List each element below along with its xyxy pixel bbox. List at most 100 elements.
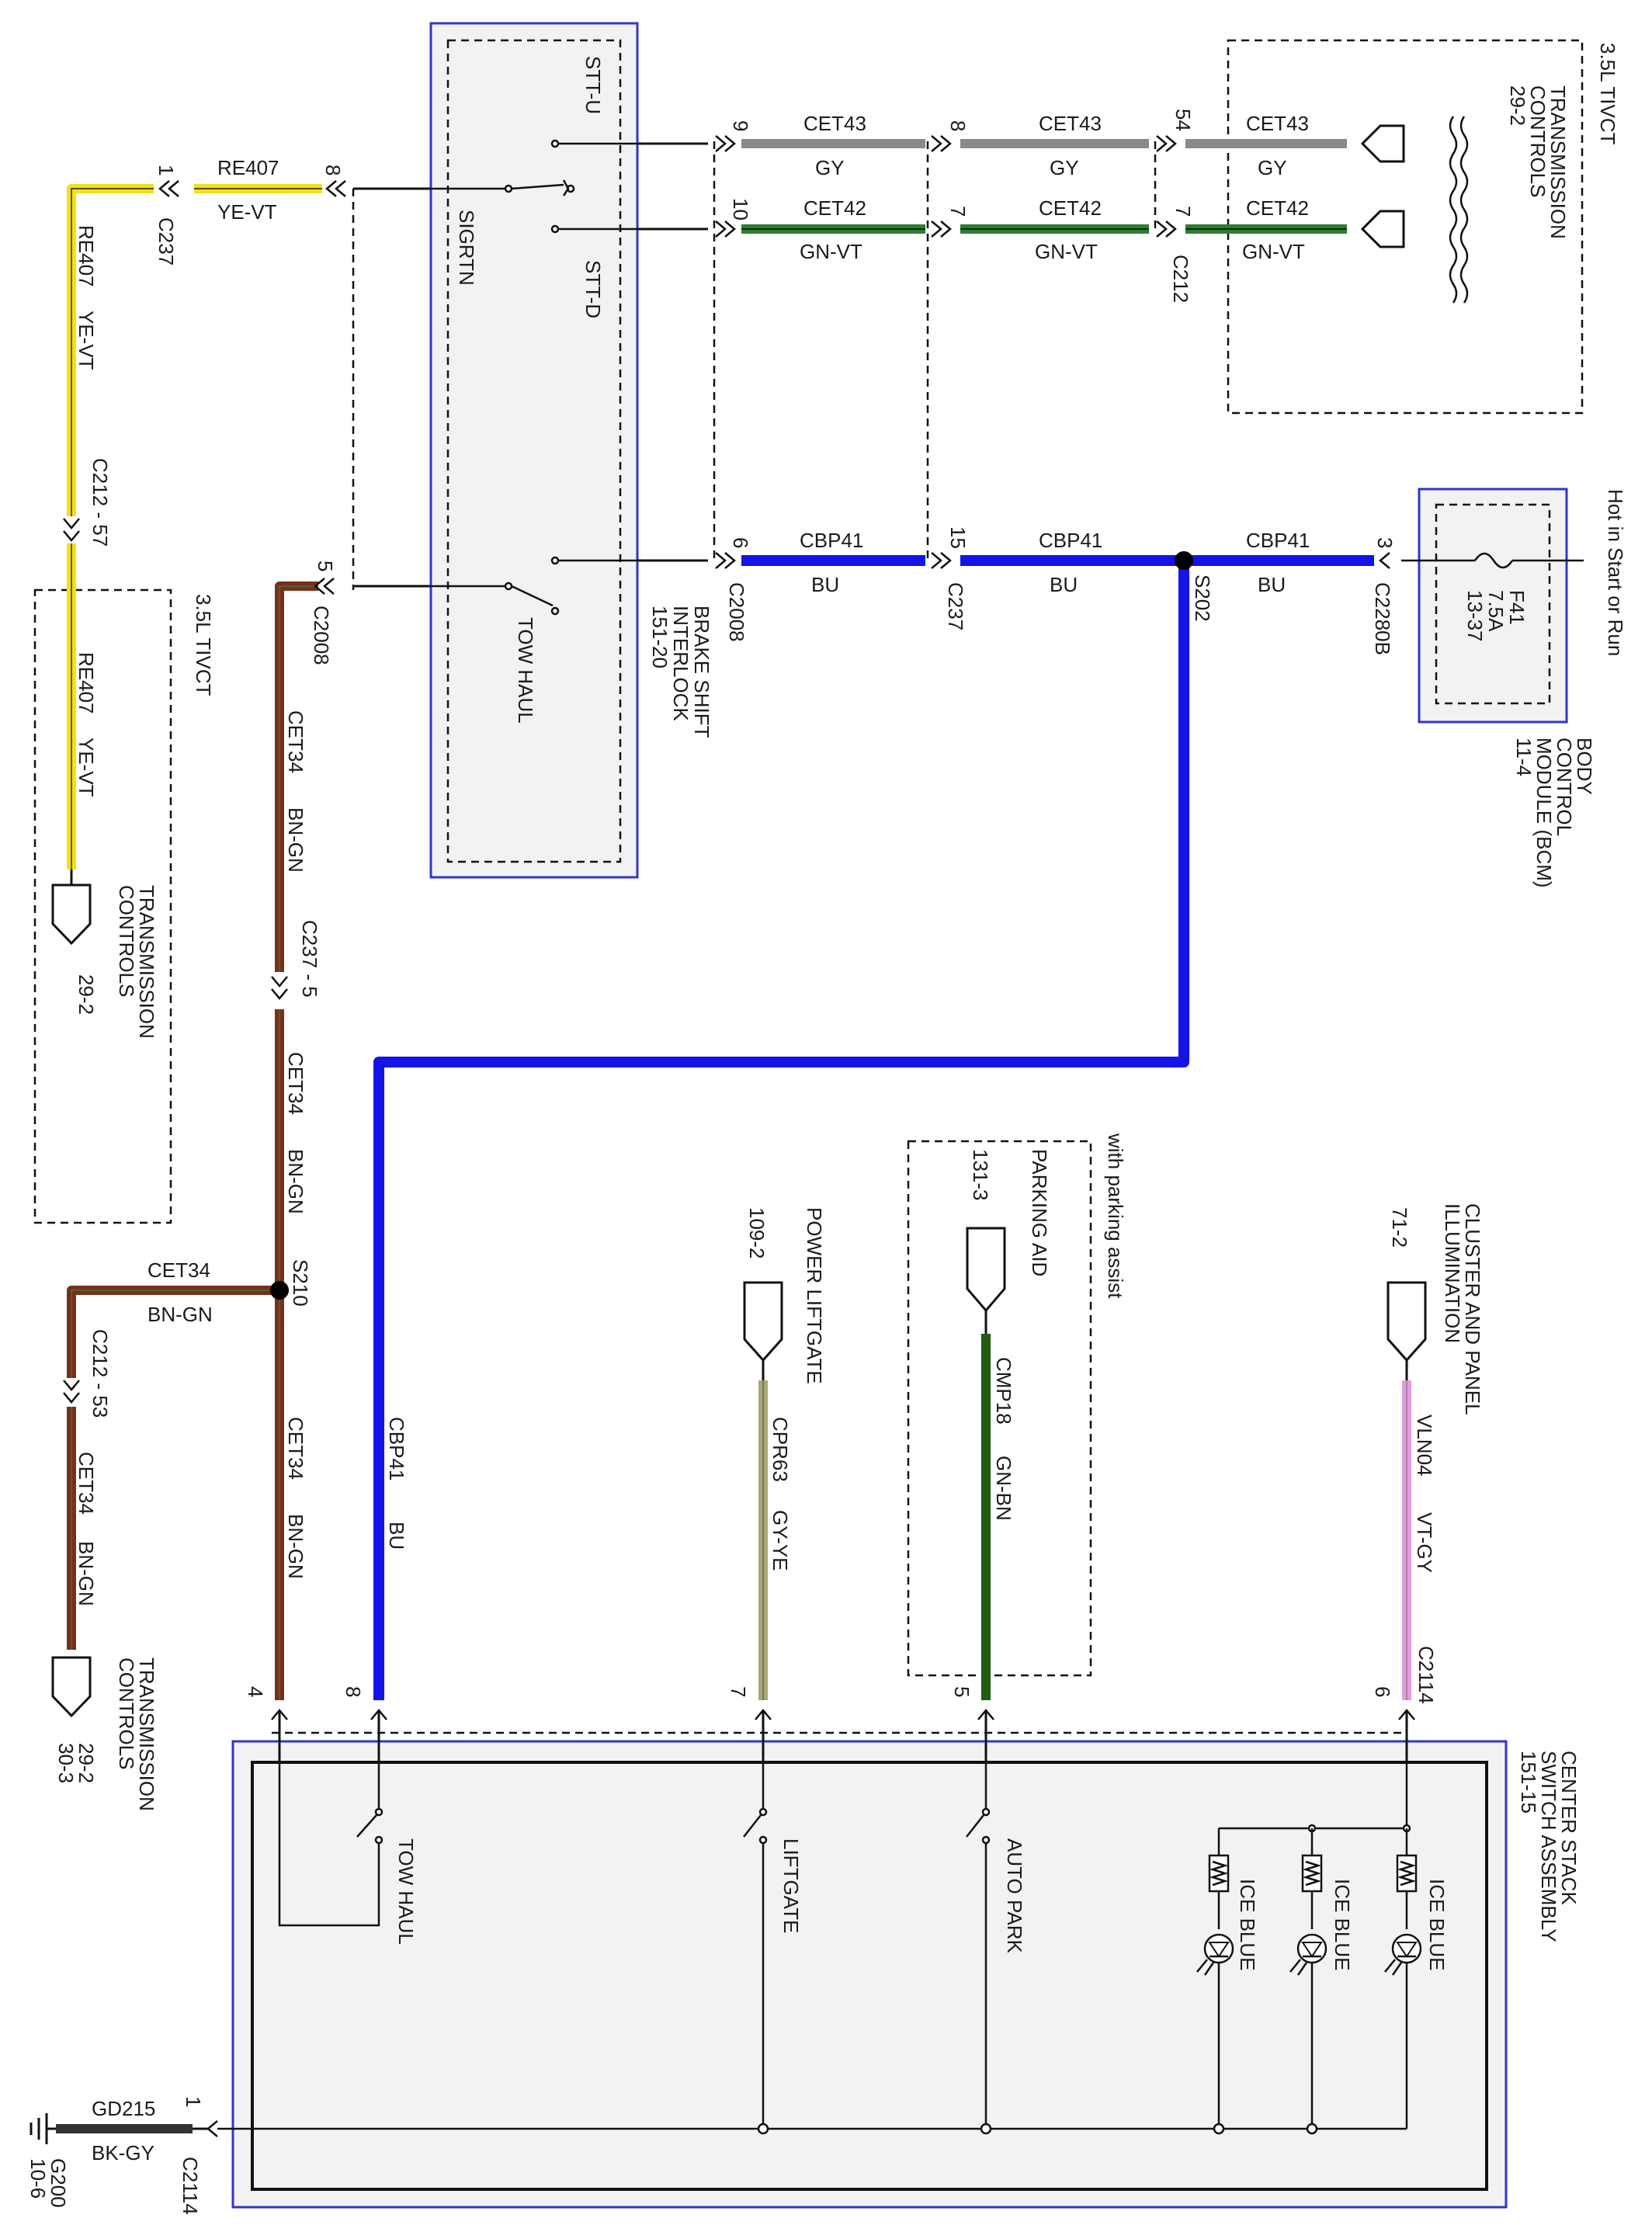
cbp41-label-v: CBP41 (385, 1417, 408, 1481)
re407-label-v2: RE407 (75, 652, 98, 714)
trans-bottom-connector (51, 1656, 92, 1718)
center-stack-name-2: SWITCH ASSEMBLY (1537, 1751, 1560, 1942)
conn-s202: S202 (1191, 575, 1214, 622)
bcm-hot: Hot in Start or Run (1604, 489, 1627, 656)
cs-ice-blue-2: ICE BLUE (1331, 1879, 1354, 1971)
cpr63-label: CPR63 (769, 1417, 792, 1482)
center-stack-name-1: CENTER STACK (1557, 1751, 1581, 1906)
parking-aid-note: with parking assist (1104, 1133, 1127, 1299)
parking-aid-name: PARKING AID (1028, 1149, 1051, 1276)
pin-7-c212: 7 (1171, 206, 1195, 217)
tivct-top-name-2: CONTROLS (1526, 85, 1550, 197)
gd215-label: GD215 (92, 2097, 155, 2120)
cet43-color-1: GY (815, 156, 845, 179)
center-stack-inner (251, 1761, 1488, 2191)
cmp18-label: CMP18 (992, 1357, 1015, 1425)
lamp-branch-1 (1196, 1828, 1234, 2129)
parking-aid-connector (966, 1227, 1006, 1313)
power-liftgate-ref: 109-2 (745, 1207, 769, 1259)
cluster-name-2: ILLUMINATION (1441, 1203, 1464, 1343)
pin-8-re407: 8 (321, 165, 345, 175)
cet34-color-v3: BN-GN (284, 1514, 307, 1579)
cet34-color-v4: BN-GN (75, 1541, 98, 1606)
conn-c2114-ground: C2114 (179, 2157, 202, 2215)
pin-5: 5 (314, 561, 337, 571)
cet43-label-2: CET43 (1039, 112, 1102, 135)
bcm-fuse-3: 13-37 (1463, 590, 1487, 642)
bsi-stt-u: STT-U (581, 56, 605, 114)
tivct-left-name-2: CONTROLS (115, 885, 138, 997)
pin-10: 10 (729, 198, 752, 220)
brake-shift-interlock-box (429, 22, 639, 879)
pin-7: 7 (946, 206, 970, 217)
trans-bottom-name-4: 30-3 (54, 1743, 78, 1783)
conn-c2008-top: C2008 (725, 582, 748, 642)
led-icon (1296, 1933, 1328, 1964)
conn-c2280b: C2280B (1371, 582, 1394, 655)
cbp41-label-2: CBP41 (1039, 529, 1102, 552)
pin-4: 4 (244, 1686, 267, 1697)
conn-c237-left: C237 (154, 217, 178, 266)
pin-8-cbp41: 8 (342, 1686, 365, 1697)
cmp18-color: GN-BN (992, 1456, 1015, 1521)
bsi-name-1: BRAKE SHIFT (690, 606, 713, 738)
ground-name-1: G200 (47, 2158, 70, 2208)
cbp41-color-v: BU (385, 1522, 408, 1550)
pin-9: 9 (729, 120, 752, 131)
led-icon (1391, 1933, 1422, 1964)
conn-s210: S210 (289, 1259, 312, 1307)
tivct-top-connector-2 (1360, 210, 1405, 248)
tivct-top-name-3: 29-2 (1506, 85, 1529, 126)
cluster-connector (1386, 1281, 1427, 1362)
vln04-color: VT-GY (1413, 1512, 1436, 1573)
cet42-color-1: GN-VT (800, 240, 862, 263)
pin-5-cmp18: 5 (950, 1686, 974, 1697)
splice-s202 (1175, 551, 1193, 570)
cet34-label-v4: CET34 (75, 1452, 98, 1515)
re407-color-v2: YE-VT (75, 738, 98, 797)
cs-ice-blue-3: ICE BLUE (1425, 1879, 1449, 1971)
conn-c237-mid: C237 (944, 582, 967, 630)
center-stack-box (231, 1740, 1508, 2209)
pin-labels: 9 8 54 10 7 7 6 15 3 1 8 5 4 8 7 5 6 1 (154, 109, 1397, 2107)
cet34-color-branch: BN-GN (148, 1303, 213, 1326)
power-liftgate-connector (743, 1281, 783, 1362)
cet43-label-3: CET43 (1246, 112, 1309, 135)
conn-c212-57: C212 - 57 (88, 458, 112, 547)
tivct-top-name-1: TRANSMISSION (1546, 85, 1570, 239)
re407-label-top: RE407 (217, 156, 279, 179)
pin-6: 6 (729, 537, 752, 548)
cet43-color-3: GY (1258, 156, 1287, 179)
conn-c212-53: C212 - 53 (88, 1329, 112, 1418)
cet34-label-v3: CET34 (284, 1417, 307, 1480)
cbp41-color-2: BU (1050, 573, 1078, 596)
tivct-left-box (33, 588, 172, 1224)
cet42-color-2: GN-VT (1035, 240, 1098, 263)
re407-color-top: YE-VT (217, 200, 277, 224)
bcm-box (1418, 488, 1568, 724)
cet34-color-v1: BN-GN (284, 807, 307, 873)
vln04-label: VLN04 (1413, 1415, 1436, 1477)
cs-tow-haul: TOW HAUL (394, 1838, 418, 1945)
conn-c212-top: C212 (1169, 255, 1192, 303)
bsi-tow-haul: TOW HAUL (514, 617, 537, 724)
pin-1: 1 (154, 165, 178, 175)
cbp41-color-1: BU (811, 573, 839, 596)
bcm-name-2: CONTROL (1553, 738, 1576, 836)
lamp-branch-2 (1289, 1828, 1328, 2129)
pin-3: 3 (1373, 537, 1397, 548)
pin-8: 8 (946, 120, 970, 131)
trans-bottom-name-2: CONTROLS (115, 1658, 138, 1769)
tivct-left-name-3: 29-2 (75, 974, 98, 1015)
power-liftgate-name: POWER LIFTGATE (803, 1207, 826, 1384)
bcm-name-4: 11-4 (1512, 738, 1536, 776)
led-icon (1203, 1933, 1234, 1964)
tivct-top-connector-1 (1360, 124, 1405, 163)
cet34-label-v1: CET34 (284, 710, 307, 773)
trans-left-connector (51, 883, 92, 946)
re407-color-v1: YE-VT (75, 311, 98, 370)
cbp41-label-1: CBP41 (800, 529, 863, 552)
tivct-left-name-1: TRANSMISSION (135, 885, 158, 1039)
parking-aid-ref: 131-3 (969, 1149, 992, 1201)
